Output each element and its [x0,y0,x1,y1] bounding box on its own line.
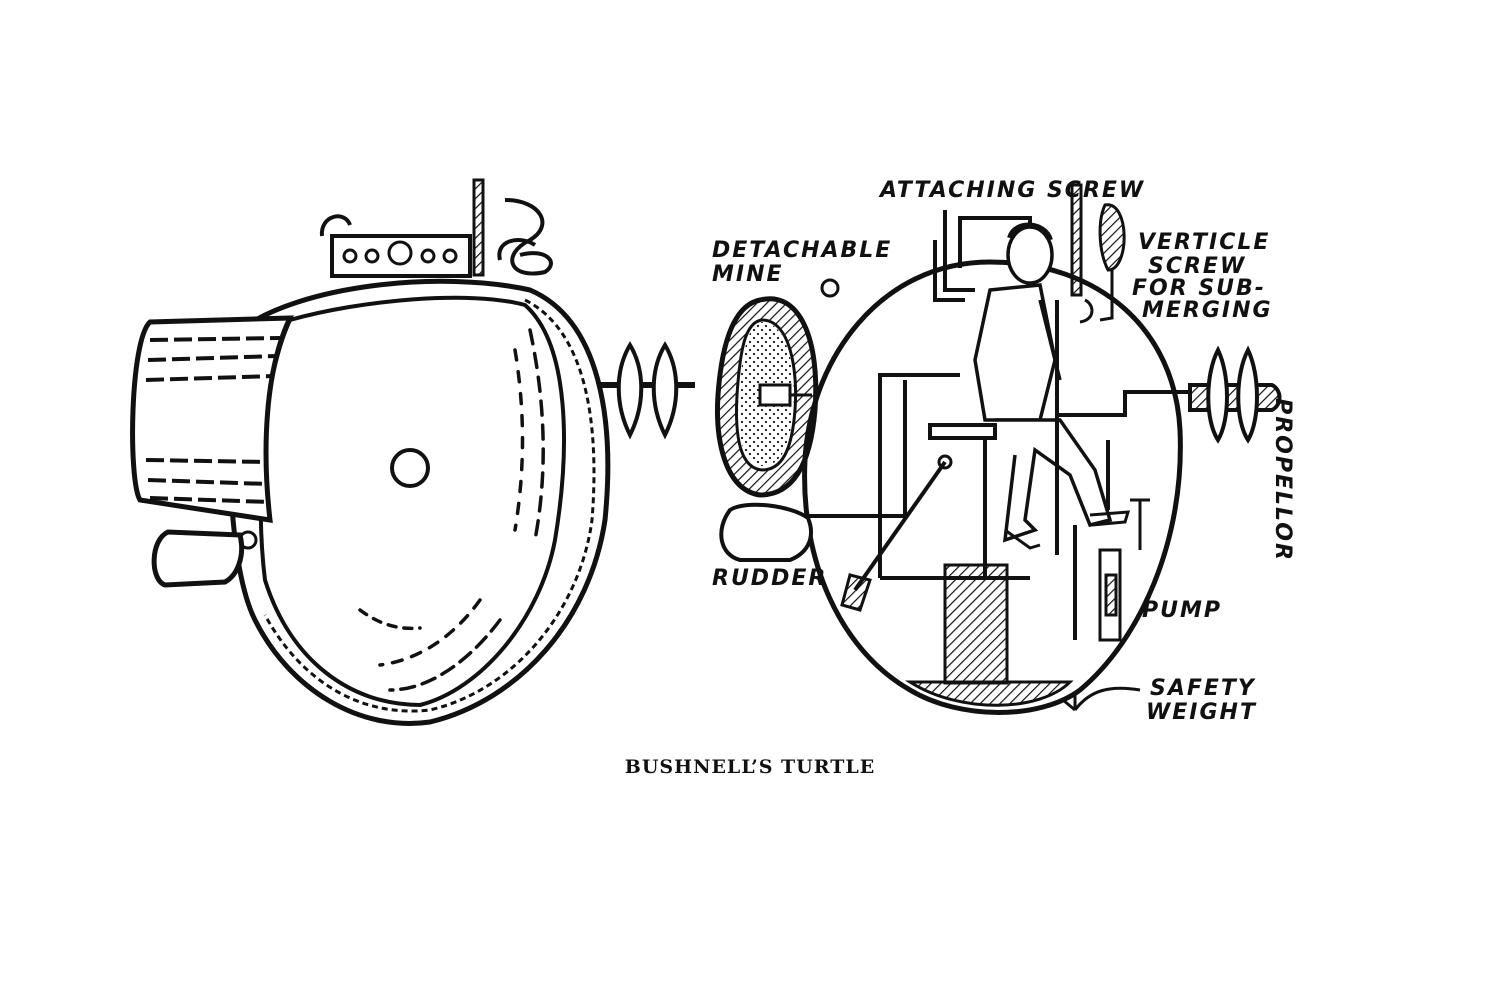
exterior-face [258,295,566,708]
attaching-screw-rod [1070,183,1083,297]
pump [1098,498,1150,642]
cutaway-piping [808,210,1190,640]
safety-weight-leader [1062,686,1141,712]
label-safety-weight-1: SAFETY [1150,676,1256,701]
ballast-tank [943,563,1009,685]
top-fitting-plate [319,214,472,278]
safety-weight [904,680,1074,707]
pedal-rod [853,460,947,592]
label-rudder: RUDDER [712,566,828,591]
exterior-rudder [151,529,245,588]
label-attaching-screw: ATTACHING SCREW [880,178,1146,203]
turtle-exterior-view [130,178,695,726]
vertical-screw-blade [1098,203,1126,272]
operator-seat [928,423,997,440]
label-detachable-mine-1: DETACHABLE [712,238,893,263]
label-pump: PUMP [1142,598,1223,623]
exterior-propeller [600,341,695,440]
cutaway-propeller [1188,345,1282,444]
detachable-mine [715,278,840,498]
center-hatch-boss [390,448,430,488]
label-verticle-screw-3: FOR SUB- [1132,276,1266,301]
rudder [719,502,813,562]
hull-rivet-seam [263,298,596,713]
conning-tower [130,315,295,523]
figure-caption: BUSHNELL’S TURTLE [624,756,876,778]
exterior-vertical-screw [497,198,553,276]
label-safety-weight-2: WEIGHT [1146,700,1257,725]
face-shading [358,328,545,692]
label-verticle-screw-1: VERTICLE [1138,230,1271,255]
label-verticle-screw-4: MERGING [1142,298,1273,323]
label-propellor: PROPELLOR [1270,398,1295,562]
label-detachable-mine-2: MINE [712,262,784,287]
exterior-attaching-screw [472,178,485,277]
label-verticle-screw-2: SCREW [1148,254,1247,279]
turtle-cutaway-view [715,183,1282,715]
operator-figure [973,222,1131,550]
